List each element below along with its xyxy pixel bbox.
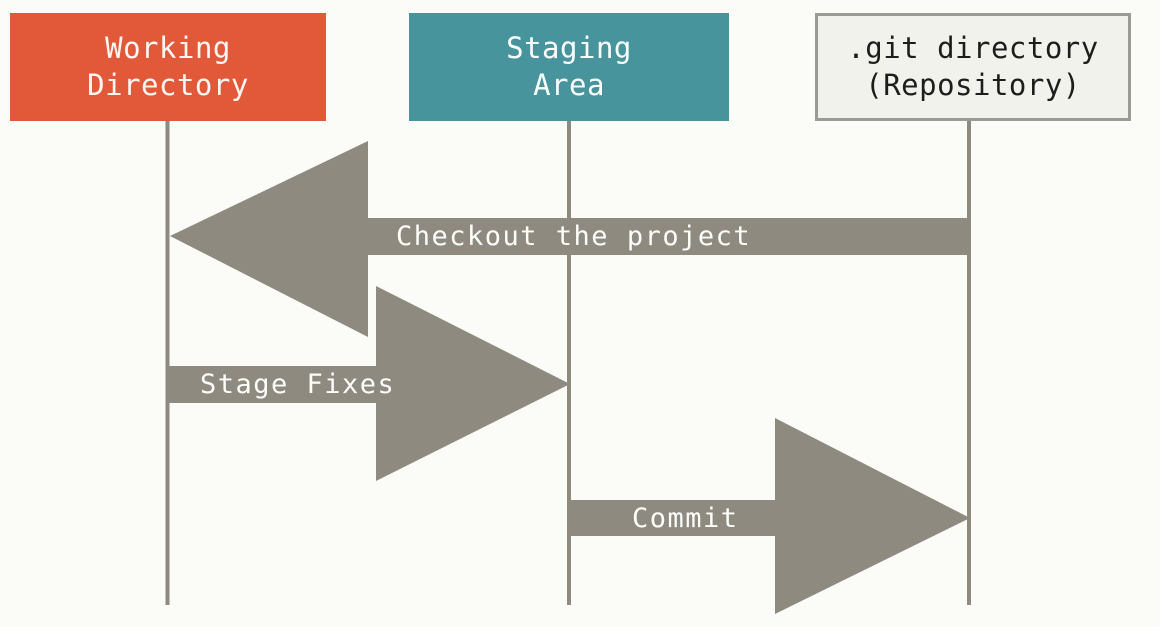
arrow-checkout[interactable] — [170, 141, 969, 337]
node-staging-area[interactable]: Staging Area — [409, 13, 729, 121]
node-git-directory-line2: (Repository) — [865, 68, 1081, 102]
arrow-commit[interactable] — [570, 418, 970, 614]
node-working-directory-line1: Working — [105, 30, 231, 65]
arrow-stage-fixes[interactable] — [168, 286, 570, 481]
arrow-label-stage-fixes: Stage Fixes — [200, 369, 396, 400]
arrow-label-checkout: Checkout the project — [396, 221, 752, 252]
node-staging-area-line2: Area — [533, 68, 605, 102]
lifeline-staging-area — [567, 121, 571, 605]
node-git-directory-line1: .git directory — [847, 30, 1099, 65]
node-git-directory[interactable]: .git directory (Repository) — [815, 13, 1131, 121]
lifeline-git-directory — [967, 121, 971, 605]
node-working-directory-line2: Directory — [87, 68, 249, 102]
node-staging-area-line1: Staging — [506, 30, 632, 65]
lifeline-working-directory — [165, 121, 170, 605]
arrow-label-commit: Commit — [632, 503, 739, 534]
node-working-directory[interactable]: Working Directory — [10, 13, 326, 121]
